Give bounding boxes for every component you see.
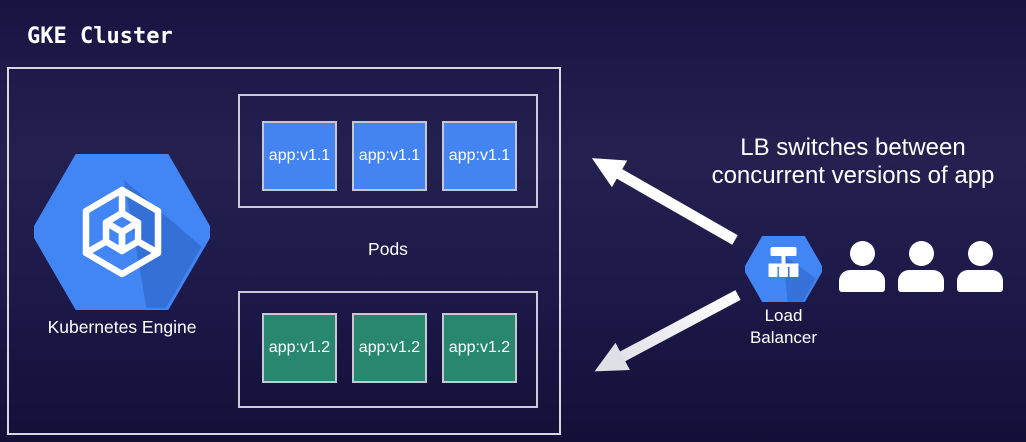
lb-annotation: LB switches between concurrent versions … xyxy=(680,134,1026,190)
user-icon xyxy=(957,241,1003,292)
pod-app-v1-1: app:v1.1 xyxy=(352,121,427,191)
load-balancer-label-line2: Balancer xyxy=(749,328,818,347)
pod-app-v1-2: app:v1.2 xyxy=(442,313,517,383)
pod-app-v1-1: app:v1.1 xyxy=(442,121,517,191)
pod-app-v1-1: app:v1.1 xyxy=(262,121,337,191)
page-title: GKE Cluster xyxy=(27,24,173,49)
pod-group-v1-1: app:v1.1 app:v1.1 app:v1.1 xyxy=(238,94,538,208)
kubernetes-engine-label: Kubernetes Engine xyxy=(47,317,197,337)
user-icon xyxy=(898,241,944,292)
lb-annotation-line2: concurrent versions of app xyxy=(711,162,995,189)
lb-annotation-line1: LB switches between xyxy=(740,134,966,161)
gke-cluster-box xyxy=(7,67,561,435)
load-balancer-label: Load Balancer xyxy=(733,305,834,349)
users-group xyxy=(839,241,1003,292)
kubernetes-engine-hexagon-icon xyxy=(34,154,210,310)
user-icon xyxy=(839,241,885,292)
pod-app-v1-2: app:v1.2 xyxy=(352,313,427,383)
pod-app-v1-2: app:v1.2 xyxy=(262,313,337,383)
arrow-to-v12-icon xyxy=(594,290,741,372)
pods-label: Pods xyxy=(368,239,408,259)
pod-group-v1-2: app:v1.2 app:v1.2 app:v1.2 xyxy=(238,291,538,408)
load-balancer-label-line1: Load xyxy=(764,306,803,325)
load-balancer-hexagon-icon xyxy=(745,236,822,302)
